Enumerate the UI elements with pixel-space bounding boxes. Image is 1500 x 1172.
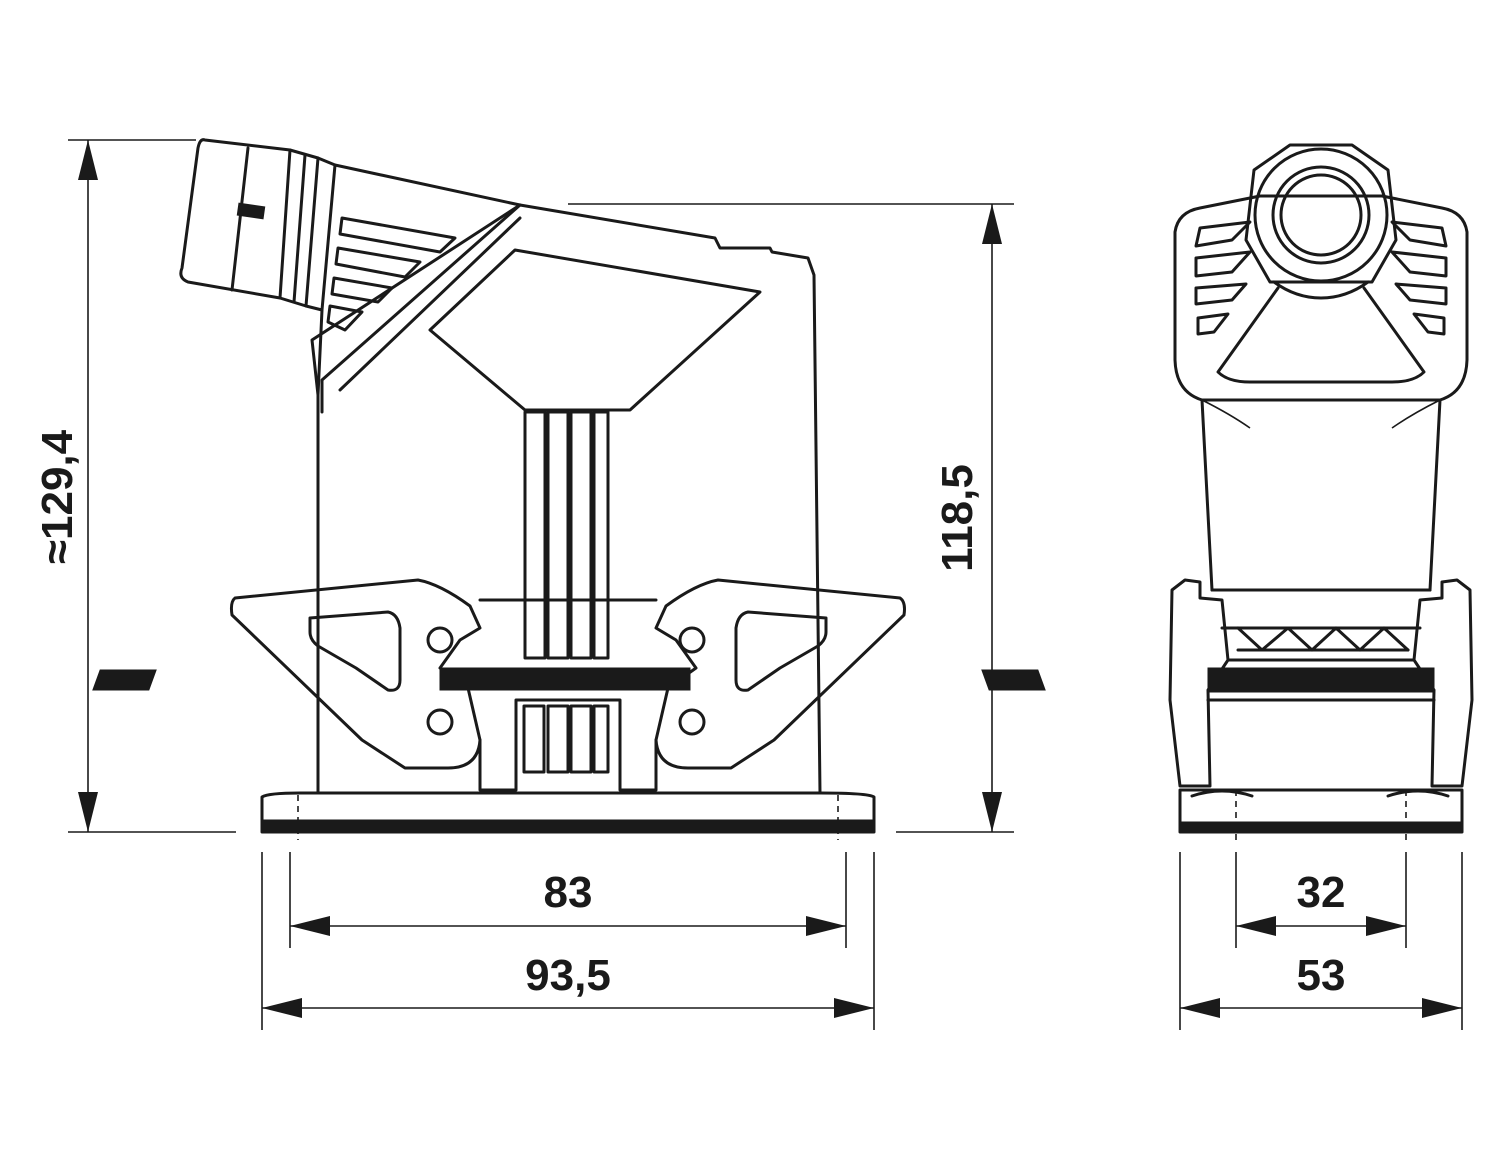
- base-length-label: 93,5: [525, 951, 611, 1000]
- dimension-hole-spacing: 83: [289, 852, 847, 948]
- side-view: [1168, 143, 1474, 840]
- housing-height-label: 118,5: [933, 464, 982, 572]
- hole-spacing-label: 83: [544, 868, 593, 917]
- dimension-housing-height: 118,5: [568, 203, 1014, 833]
- dimension-base-length: 93,5: [261, 852, 875, 1030]
- front-housing-body: [310, 203, 822, 795]
- side-head: [1173, 194, 1469, 429]
- overall-height-label: ≈129,4: [33, 429, 82, 564]
- front-locking-lever-left: [92, 578, 482, 770]
- side-hole-spacing-label: 32: [1297, 868, 1346, 917]
- dimension-side-width: 53: [1179, 852, 1463, 1030]
- side-lower-frame: [1168, 578, 1474, 788]
- side-neck: [1200, 398, 1442, 592]
- front-center-latch: [439, 598, 691, 792]
- front-locking-lever-right: [654, 578, 1046, 770]
- side-cable-gland: [1244, 143, 1398, 300]
- front-view: [92, 138, 1046, 840]
- dimension-side-hole-spacing: 32: [1235, 852, 1407, 948]
- side-base-flange: [1178, 788, 1464, 840]
- front-center-ribs: [523, 410, 610, 660]
- dimension-overall-height: ≈129,4: [33, 139, 236, 833]
- front-cable-gland: [179, 138, 522, 397]
- front-base-flange: [260, 791, 876, 840]
- side-width-label: 53: [1297, 951, 1346, 1000]
